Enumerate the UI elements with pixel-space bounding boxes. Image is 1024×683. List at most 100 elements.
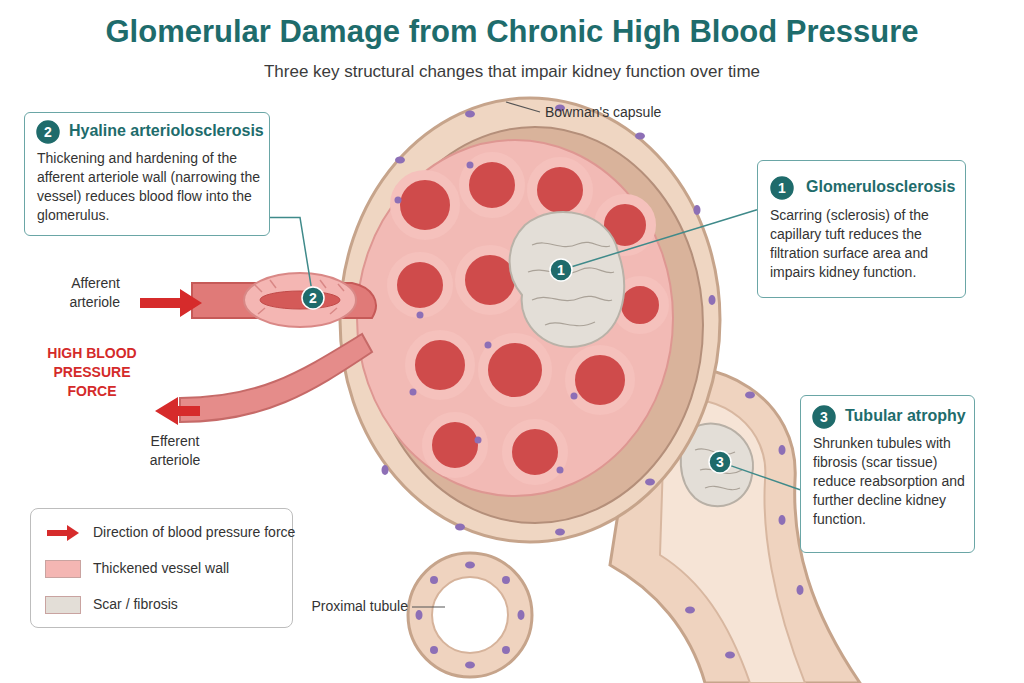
callout-box: Hyaline arteriolosclerosisThickening and… bbox=[24, 112, 270, 236]
part-label: Proximal tubule bbox=[300, 598, 408, 614]
capsule-nucleus bbox=[382, 465, 389, 475]
callout-number: 1 bbox=[549, 258, 573, 282]
callout-body: Scarring (sclerosis) of the capillary tu… bbox=[770, 206, 958, 282]
capillary-loop bbox=[507, 424, 563, 480]
capillary-loop bbox=[483, 338, 547, 402]
cell-nucleus bbox=[518, 610, 525, 620]
leader-line bbox=[270, 217, 311, 286]
callout-heading: Hyaline arteriolosclerosis bbox=[69, 122, 264, 140]
proximal-tubule bbox=[408, 553, 532, 677]
callout-number-text: 2 bbox=[36, 120, 60, 144]
thickened-wall bbox=[244, 273, 356, 327]
legend-box: Direction of blood pressure forceThicken… bbox=[30, 508, 293, 628]
endothelial-nucleus bbox=[417, 312, 424, 319]
legend-text: Thickened vessel wall bbox=[93, 560, 229, 576]
legend-arrow bbox=[45, 523, 81, 543]
endothelial-nucleus bbox=[557, 467, 564, 474]
callout-number-text: 1 bbox=[549, 258, 573, 282]
callout-heading: Tubular atrophy bbox=[845, 407, 966, 425]
capsule-nucleus bbox=[709, 295, 716, 305]
endothelial-nucleus bbox=[485, 342, 492, 349]
capsule-nucleus bbox=[555, 529, 565, 536]
narrowed-lumen bbox=[260, 291, 340, 309]
number-circle-shape bbox=[37, 121, 59, 143]
callout-number-text: 3 bbox=[812, 405, 836, 429]
endothelial-nucleus bbox=[395, 197, 402, 204]
number-circle-shape bbox=[550, 259, 572, 281]
capsule-nucleus bbox=[465, 111, 475, 118]
capsule-nucleus bbox=[645, 479, 655, 486]
diagram-title: Glomerular Damage from Chronic High Bloo… bbox=[0, 14, 1024, 50]
cell-nucleus bbox=[465, 562, 475, 569]
endothelial-nucleus bbox=[467, 162, 474, 169]
cell-nucleus bbox=[430, 576, 438, 584]
capillary-loop bbox=[570, 350, 630, 410]
callout-body: Shrunken tubules with fibrosis (scar tis… bbox=[813, 434, 968, 529]
number-circle-shape bbox=[813, 406, 835, 428]
legend-text: Scar / fibrosis bbox=[93, 596, 178, 612]
capillary-loop bbox=[532, 162, 588, 218]
callout-number: 3 bbox=[812, 405, 836, 429]
cell-nucleus bbox=[797, 585, 804, 595]
leader-line bbox=[731, 466, 800, 490]
number-circle-shape bbox=[709, 451, 731, 473]
capillary-loop bbox=[410, 335, 470, 395]
pressure-arrow bbox=[155, 397, 200, 425]
capillary-loop bbox=[392, 257, 448, 313]
bowmans-capsule bbox=[340, 98, 720, 542]
legend-swatch bbox=[45, 560, 81, 578]
callout-box: GlomerulosclerosisScarring (sclerosis) o… bbox=[757, 160, 966, 298]
endothelial-nucleus bbox=[571, 393, 578, 400]
callout-number: 2 bbox=[301, 286, 325, 310]
efferent-arteriole bbox=[180, 334, 372, 422]
callout-heading: Glomerulosclerosis bbox=[806, 178, 955, 196]
cell-nucleus bbox=[685, 607, 695, 614]
endothelial-nucleus bbox=[475, 437, 482, 444]
tubule-lumen bbox=[432, 577, 508, 653]
number-circle-shape bbox=[302, 287, 324, 309]
capillary-loop bbox=[395, 175, 455, 235]
callout-body: Thickening and hardening of the afferent… bbox=[37, 149, 261, 225]
capillary-tuft bbox=[357, 140, 673, 496]
cell-nucleus bbox=[416, 610, 423, 620]
capsule-nucleus bbox=[455, 524, 465, 531]
scar-texture bbox=[528, 242, 614, 325]
cell-nucleus bbox=[502, 576, 510, 584]
label-leader bbox=[412, 606, 445, 607]
cell-nucleus bbox=[725, 652, 735, 659]
fibrosis-texture bbox=[695, 449, 742, 490]
capsule-nucleus bbox=[694, 205, 701, 215]
cell-nucleus bbox=[779, 445, 786, 455]
part-label: HIGH BLOOD PRESSURE FORCE bbox=[42, 344, 142, 401]
part-label: Afferent arteriole bbox=[40, 274, 120, 312]
sclerosis-scar bbox=[510, 212, 624, 347]
callout-number: 1 bbox=[770, 176, 794, 200]
pressure-arrow bbox=[140, 289, 202, 317]
part-label: Efferent arteriole bbox=[135, 432, 215, 470]
callout-number-text: 2 bbox=[301, 286, 325, 310]
leader-line bbox=[573, 210, 758, 267]
label-leader bbox=[506, 102, 540, 112]
endothelial-nucleus bbox=[410, 389, 417, 396]
capillary-loop bbox=[427, 417, 483, 473]
cell-nucleus bbox=[465, 662, 475, 669]
wall-texture bbox=[255, 280, 344, 314]
cell-nucleus bbox=[430, 646, 438, 654]
capsule-nucleus bbox=[395, 157, 405, 164]
callout-number: 2 bbox=[36, 120, 60, 144]
number-circle-shape bbox=[771, 177, 793, 199]
cell-nucleus bbox=[745, 392, 755, 399]
subtitle: Three key structural changes that impair… bbox=[0, 62, 1024, 82]
callout-number-text: 3 bbox=[708, 450, 732, 474]
legend-text: Direction of blood pressure force bbox=[93, 524, 295, 540]
cell-nucleus bbox=[502, 646, 510, 654]
capsule-nucleus bbox=[635, 133, 645, 140]
callout-number: 3 bbox=[708, 450, 732, 474]
part-label: Bowman's capsule bbox=[545, 104, 695, 120]
callout-number-text: 1 bbox=[770, 176, 794, 200]
callout-box: Tubular atrophyShrunken tubules with fib… bbox=[800, 395, 975, 553]
legend-arrow-shape bbox=[47, 525, 79, 541]
capillary-loop bbox=[464, 157, 520, 213]
cell-nucleus bbox=[779, 515, 786, 525]
